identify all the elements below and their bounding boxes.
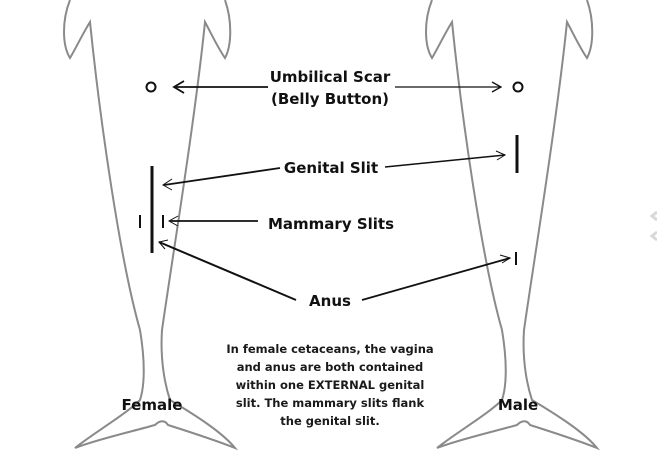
caption-line: within one EXTERNAL genital	[236, 378, 425, 392]
umbilical-arrow-right	[395, 81, 503, 93]
caption: In female cetaceans, the vagina and anus…	[226, 342, 433, 428]
anus-arrow-left	[158, 239, 297, 301]
male-umbilical-scar	[512, 81, 524, 93]
genital-arrow-left	[162, 167, 281, 191]
male-label: Male	[498, 396, 538, 414]
umbilical-scar-label: Umbilical Scar	[270, 68, 391, 86]
female-label: Female	[122, 396, 183, 414]
female-umbilical-scar	[145, 81, 157, 93]
anus-label: Anus	[309, 292, 351, 310]
mammary-arrow	[167, 215, 258, 227]
anus-arrow-right	[361, 254, 512, 301]
chevron-left-icon	[649, 210, 657, 242]
genital-slit-label: Genital Slit	[284, 159, 378, 177]
caption-line: the genital slit.	[280, 414, 379, 428]
genital-arrow-right	[384, 150, 507, 168]
caption-line: and anus are both contained	[237, 360, 424, 374]
caption-line: slit. The mammary slits flank	[236, 396, 425, 410]
mammary-slits-label: Mammary Slits	[268, 215, 394, 233]
umbilical-arrow-left	[172, 80, 268, 94]
female-body-outline	[63, 0, 239, 451]
caption-line: In female cetaceans, the vagina	[226, 342, 433, 356]
male-body-outline	[425, 0, 601, 451]
belly-button-label: (Belly Button)	[271, 90, 389, 108]
